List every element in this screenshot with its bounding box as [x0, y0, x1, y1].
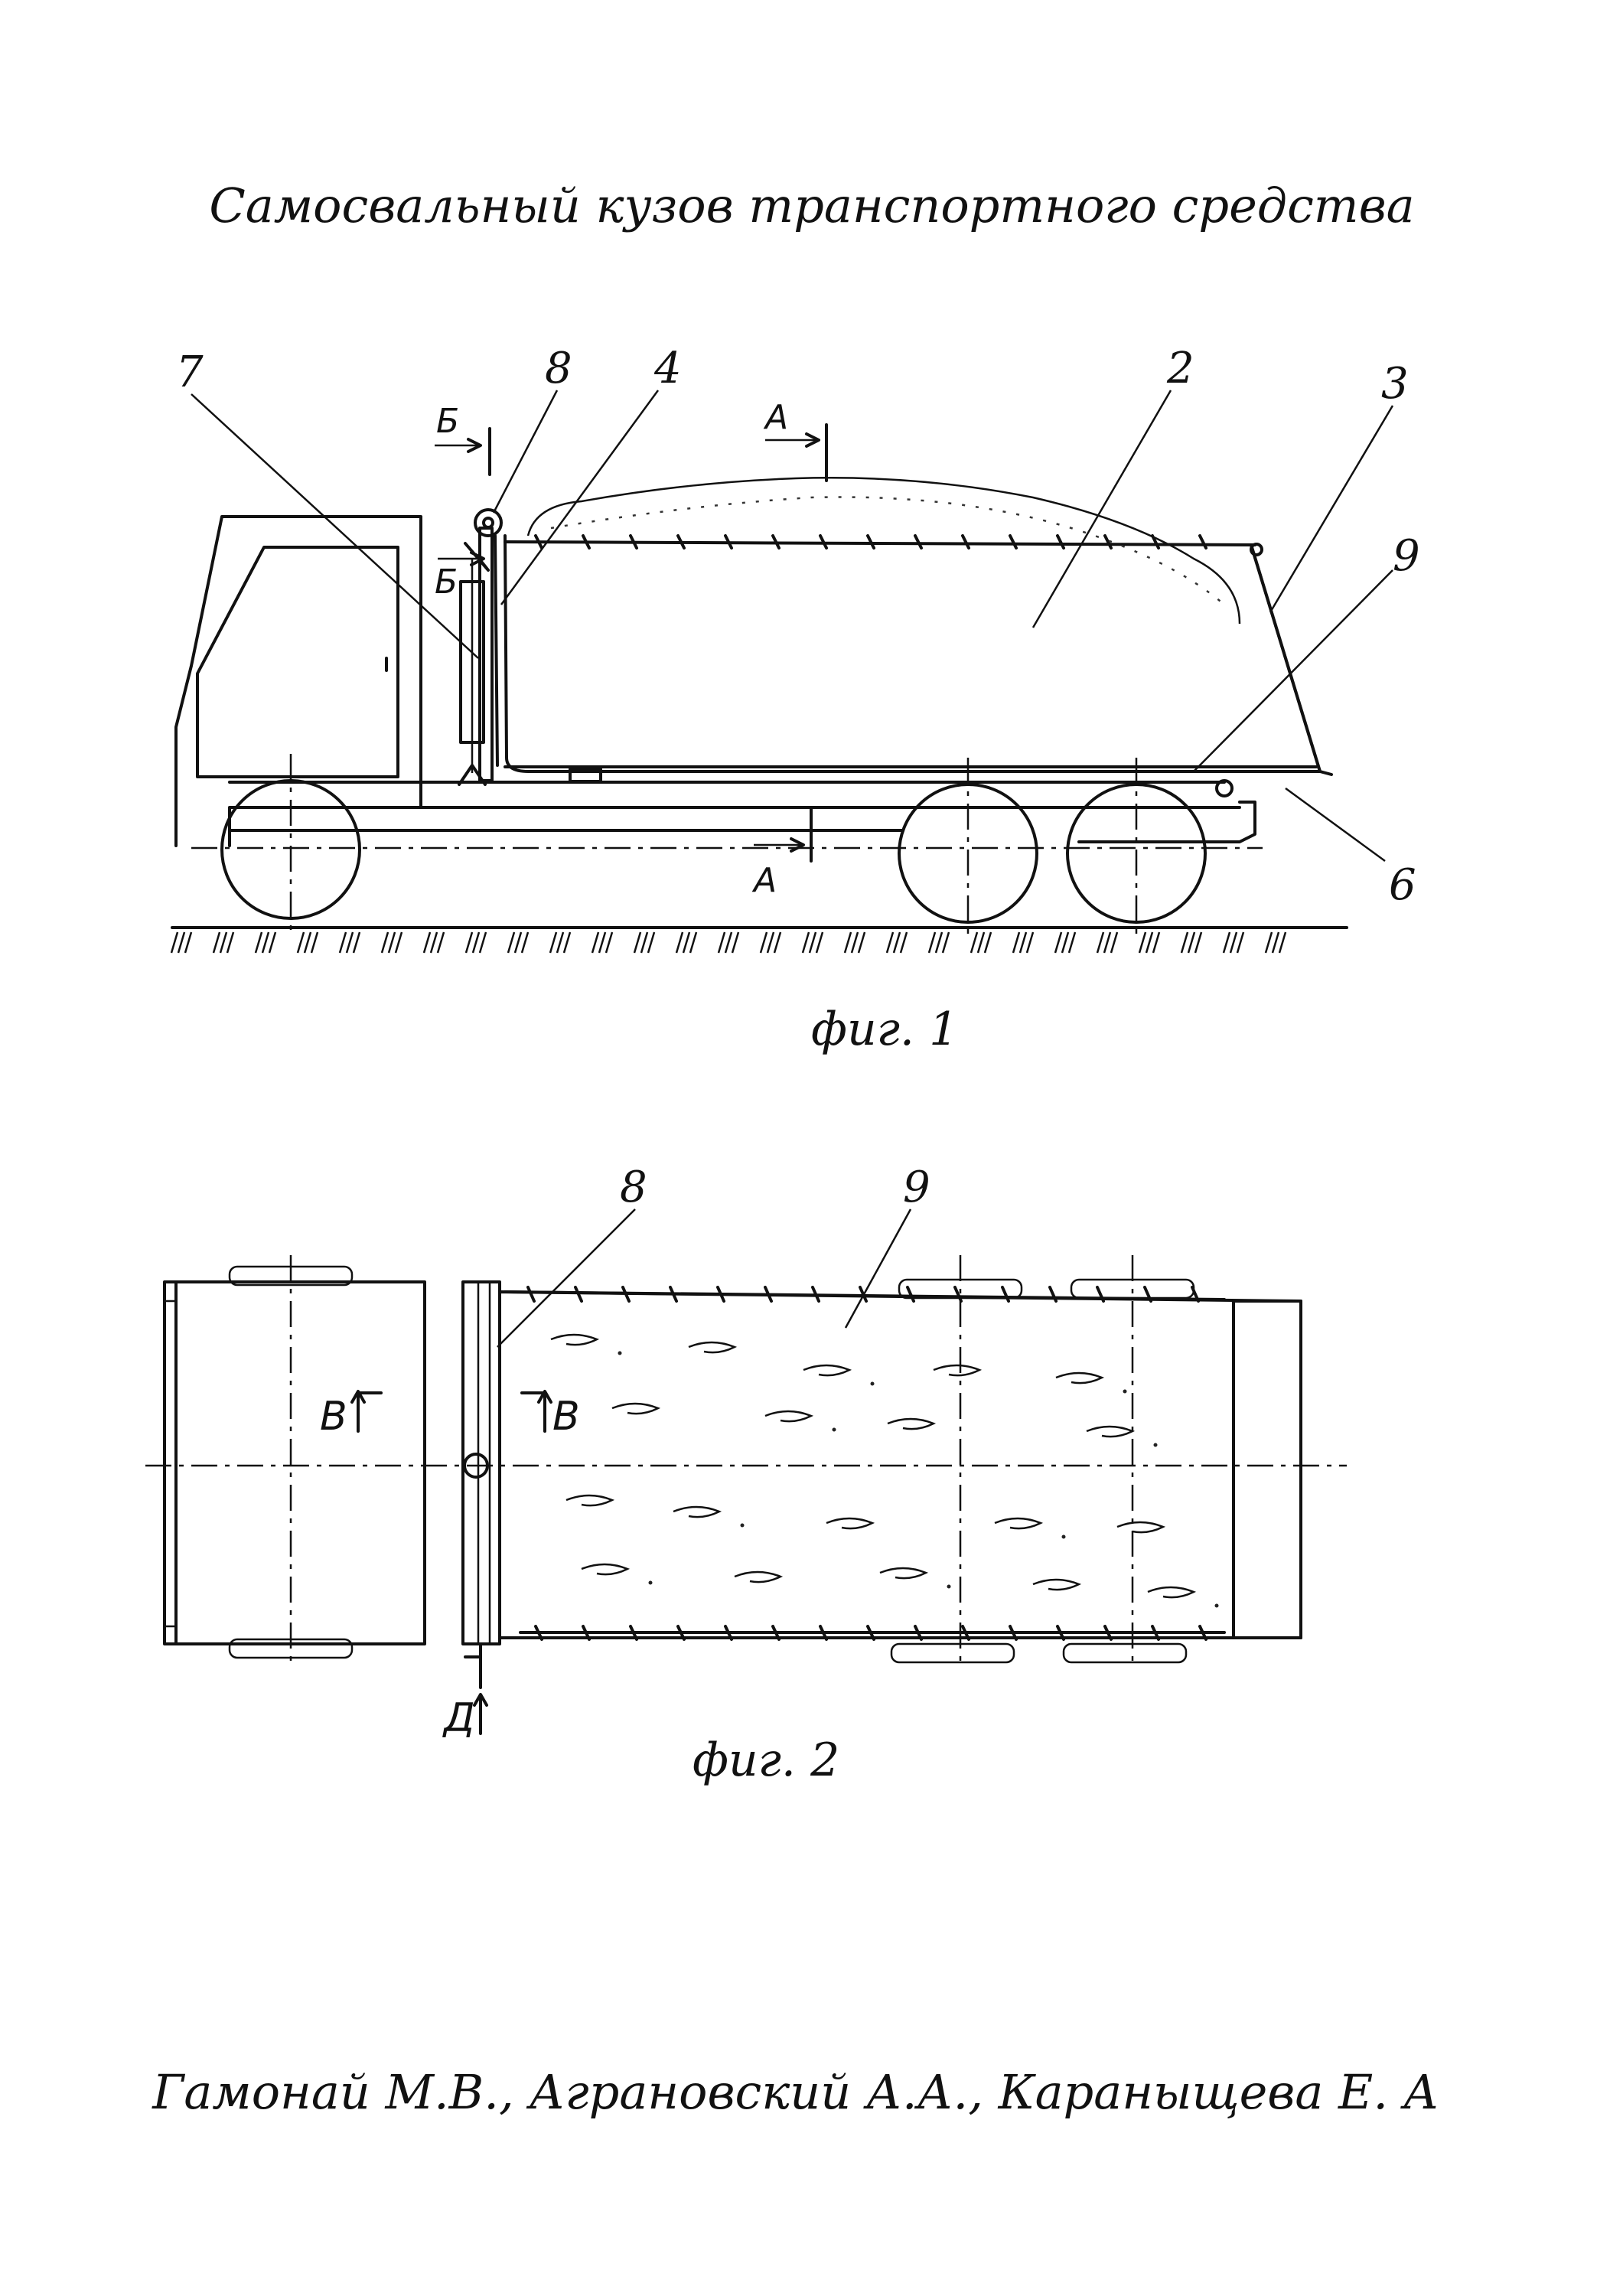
- wheel-outlines: [228, 1265, 1195, 1664]
- label-a-top: А: [763, 398, 788, 437]
- label-d: Д: [442, 1695, 475, 1741]
- cab-top: [163, 1280, 426, 1645]
- leader-lines-fig1: [191, 390, 1394, 863]
- label-6: 6: [1389, 860, 1416, 910]
- label-7: 7: [176, 347, 204, 397]
- label-a-bottom: А: [751, 861, 777, 900]
- label-v-right: В: [552, 1394, 580, 1440]
- section-mark-v-right: [520, 1390, 552, 1433]
- cargo-texture: [550, 1333, 1219, 1608]
- front-wheel: [220, 754, 361, 934]
- label-4: 4: [653, 344, 682, 393]
- label-b-mid: Б: [435, 563, 458, 602]
- cab-front-bumper: [163, 1300, 178, 1628]
- cover-corner: [1250, 543, 1263, 556]
- sheet-title: Самосвальный кузов транспортного средств…: [209, 178, 1414, 233]
- cover-top-edge: [504, 540, 1256, 546]
- ground-hatching: [170, 931, 1287, 954]
- figure-1-side-view: 7 8 4 2 3 9 6 Б Б А А фиг. 1: [170, 344, 1420, 1056]
- section-mark-b-top: [435, 427, 491, 476]
- section-mark-v-left: [350, 1390, 383, 1433]
- body-front-wall: [494, 534, 499, 767]
- cover-stitches-top: [534, 534, 1207, 550]
- cargo-load-dotted: [550, 496, 1225, 605]
- figure-2-top-view: 8 9 В В Д фиг. 2: [145, 1163, 1347, 1787]
- rear-wheel-2: [1066, 758, 1207, 938]
- section-mark-a-top: [765, 423, 828, 482]
- chassis-frame: [228, 781, 1256, 843]
- label-8-fig2: 8: [620, 1163, 647, 1212]
- section-mark-d: [464, 1644, 488, 1735]
- authors-line: Гамонай М.В., Аграновский А.А., Караныще…: [152, 2064, 1439, 2120]
- label-9-fig2: 9: [903, 1163, 930, 1212]
- label-v-left: В: [320, 1394, 347, 1440]
- hydraulic-cylinder: [458, 559, 487, 786]
- label-3: 3: [1381, 359, 1409, 409]
- front-wall-strip: [461, 1280, 501, 1645]
- truck-cab: [174, 515, 422, 847]
- cover-stitches-fig2: [526, 1286, 1207, 1641]
- body-support: [569, 768, 602, 783]
- wheel-axes-fig2: [289, 1255, 1134, 1668]
- section-mark-a-bottom: [754, 806, 813, 863]
- hinge-circle: [463, 1453, 489, 1479]
- tailgate-top: [1232, 1300, 1302, 1639]
- rear-hinge: [1215, 779, 1234, 797]
- dump-body: [504, 534, 1322, 773]
- label-9: 9: [1393, 531, 1420, 581]
- figure-1-caption: фиг. 1: [811, 1003, 958, 1056]
- front-post-hinge: [474, 508, 503, 782]
- cargo-load: [526, 477, 1241, 625]
- leader-lines-fig2: [497, 1208, 912, 1348]
- rear-wheel-1: [898, 758, 1038, 938]
- cab-window: [196, 546, 399, 778]
- figure-2-caption: фиг. 2: [693, 1733, 839, 1787]
- label-b-top: Б: [436, 402, 459, 441]
- section-mark-b-mid: [438, 542, 490, 572]
- label-8: 8: [545, 344, 572, 393]
- tailgate: [1250, 543, 1333, 776]
- label-2: 2: [1166, 344, 1194, 393]
